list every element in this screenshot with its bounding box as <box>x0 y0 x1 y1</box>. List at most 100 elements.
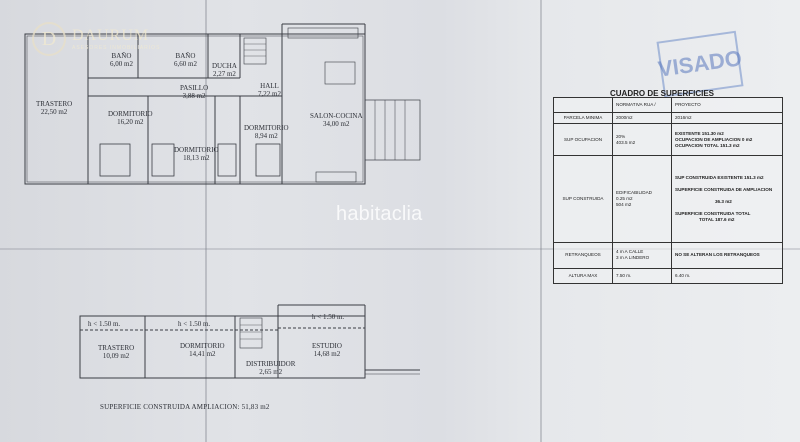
fold-line <box>0 248 800 250</box>
table-row: PARCELA MINIMA 2000m2 2016m2 <box>553 112 783 124</box>
room-area: 22,50 m2 <box>40 108 68 116</box>
room-area: 18,13 m2 <box>183 154 210 162</box>
room-label: h < 1.50 m. <box>178 320 210 328</box>
room-area: 3,88 m2 <box>182 92 206 100</box>
cell-line: TOTAL 187.6 m2 <box>699 217 735 223</box>
room-area: 2,65 m2 <box>259 368 283 376</box>
agency-logo: D DAURUM ASESORES INMOBILIARIOS <box>32 22 160 56</box>
table-cell: 20% 403.5 m2 <box>612 122 672 157</box>
room-area: 2,27 m2 <box>212 70 236 78</box>
upper-floor-caption: SUPERFICIE CONSTRUIDA AMPLIACION: 51,83 … <box>100 403 270 411</box>
cell-line: SUP CONSTRUIDA EXISTENTE 151.3 m2 <box>675 175 764 181</box>
room-name: h < 1.50 m. <box>88 320 121 328</box>
table-cell: NO SE ALTERAN LOS RETRANQUEOS <box>671 241 783 269</box>
room-label: BAÑO 6,00 m2 <box>110 52 133 68</box>
logo-initial: D <box>41 27 57 50</box>
room-label: DUCHA 2,27 m2 <box>212 62 237 78</box>
cell-line: 7.50 m. <box>616 272 632 278</box>
room-label: DISTRIBUIDOR 2,65 m2 <box>246 360 295 376</box>
cell-line: OCUPACION DE AMPLIACION 0 m2 <box>675 136 753 142</box>
cell-line: 4 m A CALLE <box>616 249 644 255</box>
table-cell: 7.50 m. <box>612 267 672 285</box>
room-area: 34,00 m2 <box>323 120 350 128</box>
room-name: DISTRIBUIDOR <box>246 360 296 368</box>
cell-line: OCUPACION TOTAL 151.3 m2 <box>675 142 740 148</box>
room-label: DORMITORIO 14,41 m2 <box>180 342 225 358</box>
approval-stamp: VISADO <box>656 30 744 98</box>
room-name: SALON-COCINA <box>310 112 363 120</box>
room-name: DORMITORIO <box>108 110 153 118</box>
table-cell: SUP CONSTRUIDA <box>553 155 613 243</box>
fold-line <box>205 0 207 442</box>
table-cell: ALTURA MAX <box>553 267 613 285</box>
room-label: PASILLO 3,88 m2 <box>180 84 208 100</box>
fold-line <box>540 0 542 442</box>
table-cell: 2000m2 <box>612 112 672 124</box>
cell-line: 6.40 m. <box>675 272 691 278</box>
table-cell: PROYECTO <box>671 96 783 114</box>
table-cell: SUP CONSTRUIDA EXISTENTE 151.3 m2 SUPERF… <box>671 155 783 243</box>
table-row: SUP CONSTRUIDA EDIFICABILIDAD 0.25 m2 50… <box>553 155 783 243</box>
room-name: HALL <box>260 82 279 90</box>
table-cell: PARCELA MINIMA <box>553 112 613 124</box>
table-cell: 6.40 m. <box>671 267 783 285</box>
watermark: habitaclia <box>336 203 423 225</box>
table-cell: EXISTENTE 151.30 m2 OCUPACION DE AMPLIAC… <box>671 122 783 157</box>
surfaces-table: NORMATIVA RUA / PROYECTO PARCELA MINIMA … <box>553 96 783 285</box>
room-name: ESTUDIO <box>312 342 342 350</box>
room-name: DORMITORIO <box>174 146 219 154</box>
room-label: BAÑO 6,60 m2 <box>174 52 197 68</box>
room-label: DORMITORIO 16,20 m2 <box>108 110 153 126</box>
cell-line: EDIFICABILIDAD <box>616 190 652 196</box>
room-label: TRASTERO 22,50 m2 <box>36 100 72 116</box>
room-label: h < 1.50 m. <box>88 320 120 328</box>
room-label: DORMITORIO 8,94 m2 <box>244 124 289 140</box>
table-cell: NORMATIVA RUA / <box>612 96 672 114</box>
room-label: HALL 7,22 m2 <box>258 82 281 98</box>
table-cell: SUP OCUPACION <box>553 122 613 157</box>
room-name: DUCHA <box>212 62 237 70</box>
table-row: SUP OCUPACION 20% 403.5 m2 EXISTENTE 151… <box>553 122 783 157</box>
cell-line: 504 m2 <box>616 202 632 208</box>
room-area: 16,20 m2 <box>117 118 144 126</box>
surfaces-table-title: CUADRO DE SUPERFICIES <box>610 89 715 98</box>
cell-line: 403.5 m2 <box>616 139 636 145</box>
room-area: 6,60 m2 <box>174 60 197 68</box>
table-cell: 2016m2 <box>671 112 783 124</box>
room-area: 7,22 m2 <box>258 90 281 98</box>
room-label: DORMITORIO 18,13 m2 <box>174 146 219 162</box>
room-area: 6,00 m2 <box>110 60 133 68</box>
room-area: 8,94 m2 <box>254 132 278 140</box>
cell-line: 20% <box>616 133 626 139</box>
cell-line: 3 m A LINDERO <box>616 255 650 261</box>
room-name: BAÑO <box>175 52 196 60</box>
room-name: TRASTERO <box>98 344 135 352</box>
room-name: PASILLO <box>180 84 209 92</box>
room-name: h < 1.50 m. <box>312 313 345 321</box>
room-name: h < 1.50 m. <box>178 320 211 328</box>
table-row: NORMATIVA RUA / PROYECTO <box>553 96 783 114</box>
cell-line: 0.25 m2 <box>616 196 633 202</box>
room-label: h < 1.50 m. <box>312 313 344 321</box>
logo-mark: D <box>32 22 66 56</box>
room-area: 14,68 m2 <box>313 350 341 358</box>
room-area: 14,41 m2 <box>189 350 216 358</box>
room-name: TRASTERO <box>36 100 73 108</box>
cell-line: SUPERFICIE CONSTRUIDA DE AMPLIACION <box>675 187 773 193</box>
table-cell: RETRANQUEOS <box>553 241 613 269</box>
cell-line: 2000m2 <box>616 115 633 121</box>
room-name: BAÑO <box>111 52 132 60</box>
room-area: 10,09 m2 <box>102 352 130 360</box>
room-name: DORMITORIO <box>180 342 225 350</box>
room-label: SALON-COCINA 34,00 m2 <box>310 112 363 128</box>
table-cell: 4 m A CALLE 3 m A LINDERO <box>612 241 672 269</box>
cell-line: NO SE ALTERAN LOS RETRANQUEOS <box>675 252 760 258</box>
table-row: ALTURA MAX 7.50 m. 6.40 m. <box>553 267 783 285</box>
cell-line: SUPERFICIE CONSTRUIDA TOTAL <box>675 211 751 217</box>
cell-line: EXISTENTE 151.30 m2 <box>675 130 724 136</box>
room-name: DORMITORIO <box>244 124 289 132</box>
logo-subtitle: ASESORES INMOBILIARIOS <box>72 45 161 51</box>
logo-name: DAURUM <box>72 27 150 44</box>
table-row: RETRANQUEOS 4 m A CALLE 3 m A LINDERO NO… <box>553 241 783 269</box>
